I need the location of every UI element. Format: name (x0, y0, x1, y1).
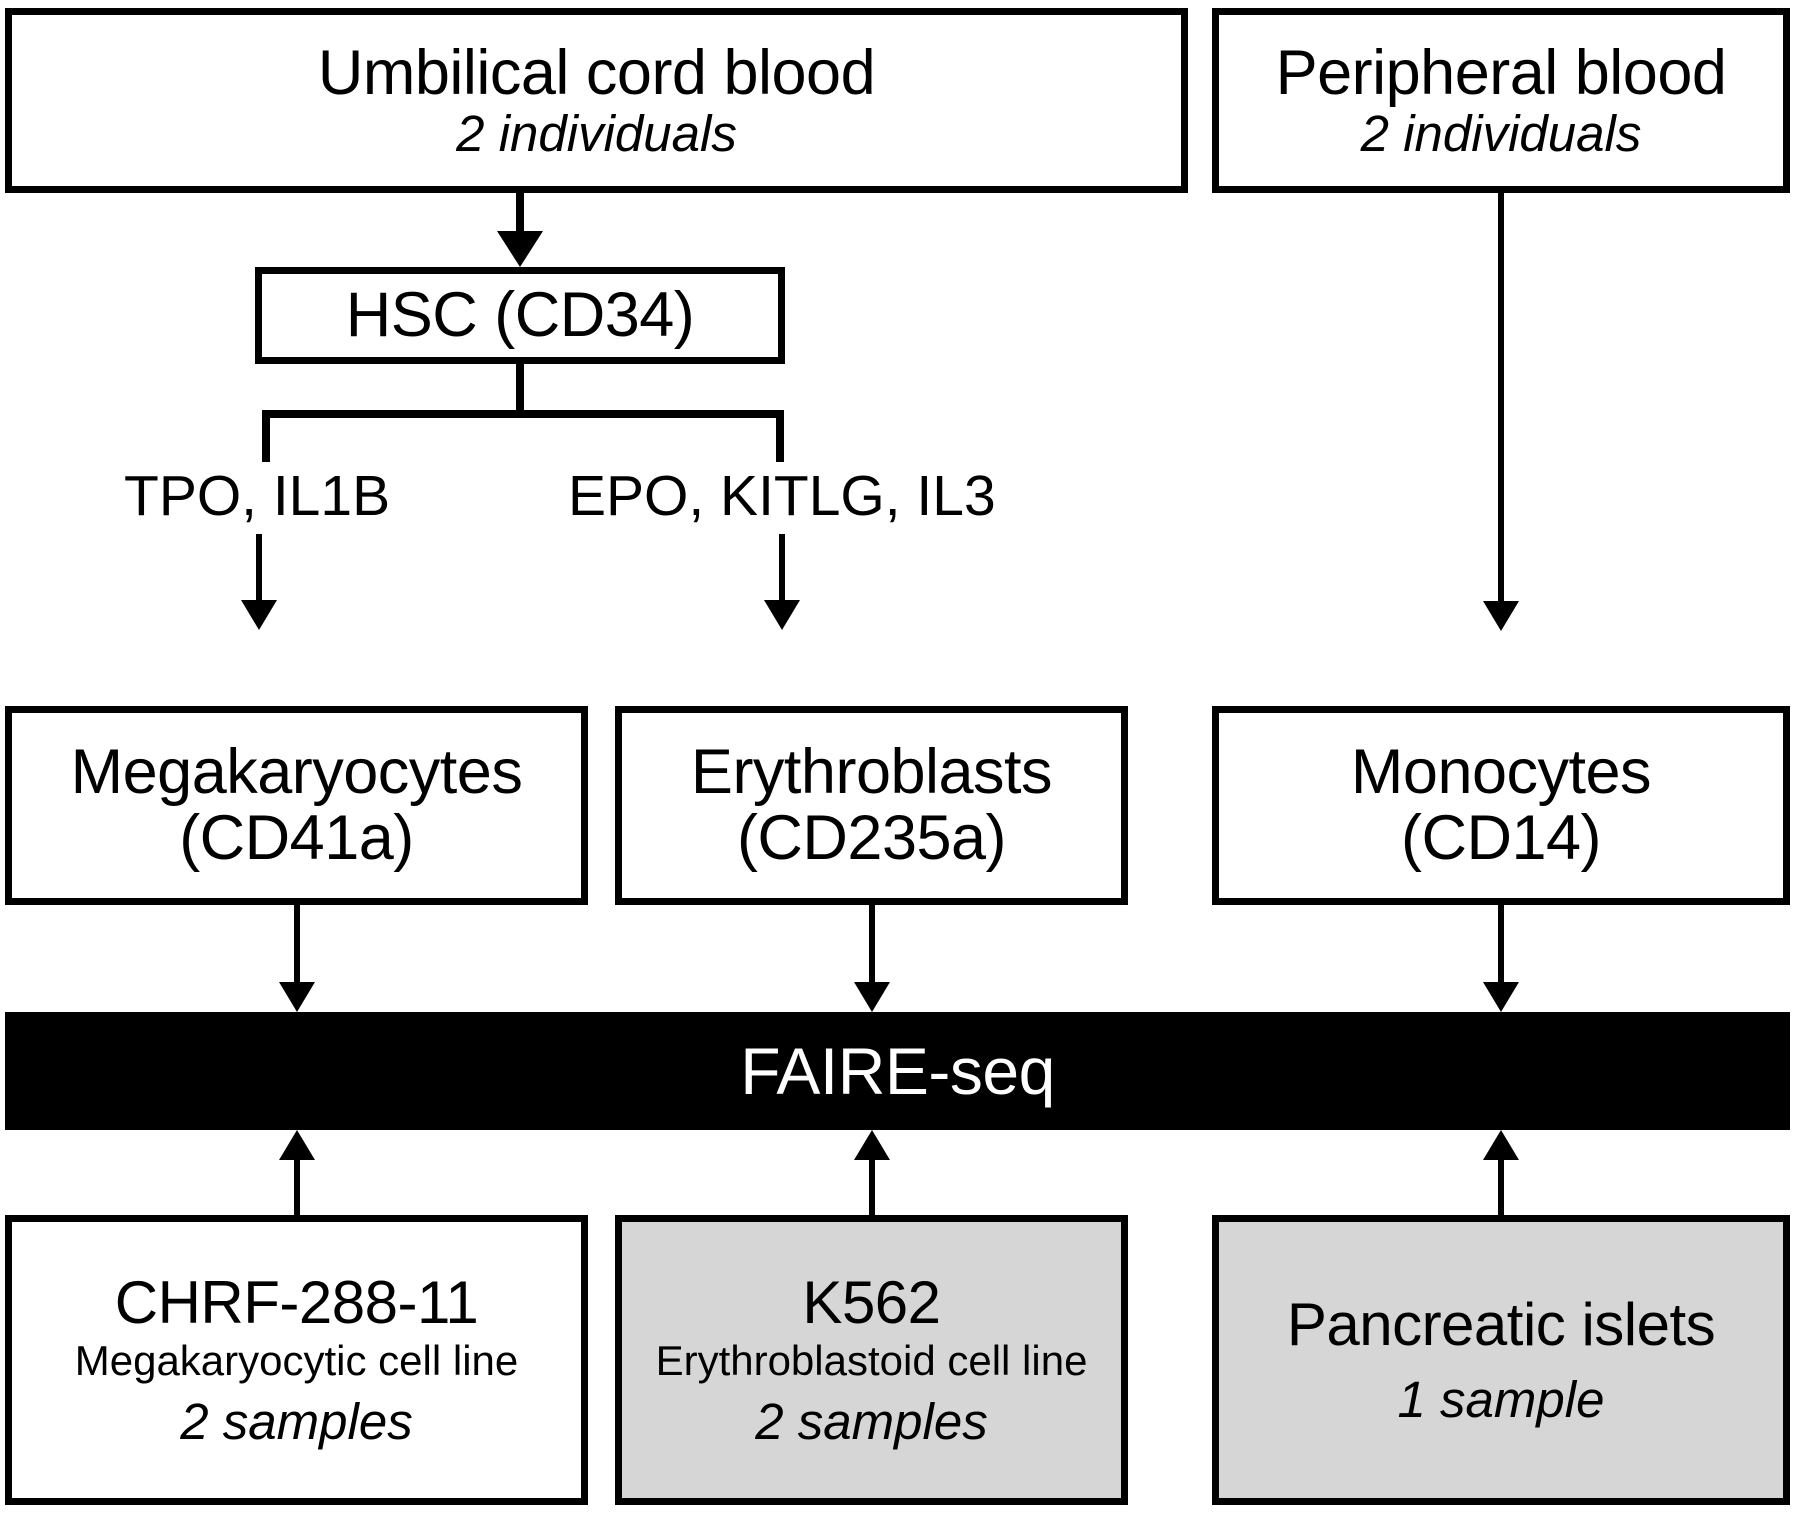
cell-type-marker-monocytes: (CD14) (1400, 802, 1602, 873)
cell-type-box-megakaryocytes: Megakaryocytes (CD41a) (5, 706, 588, 905)
connector-chrf-to-faire-line (294, 1160, 300, 1215)
connector-to-erythroblasts-line (779, 534, 785, 604)
connector-pb-to-monocytes-arrowhead (1483, 601, 1519, 631)
cell-line-description-chrf-288-11: Megakaryocytic cell line (74, 1336, 519, 1384)
connector-erythroblasts-to-faire-line (869, 905, 875, 987)
source-label-umbilical-cord-blood: Umbilical cord blood (317, 38, 876, 109)
connector-ucb-to-hsc-arrowhead (497, 231, 543, 267)
connector-monocytes-to-faire-line (1498, 905, 1504, 987)
assay-label-faire-seq: FAIRE-seq (740, 1034, 1055, 1108)
source-box-peripheral-blood: Peripheral blood 2 individuals (1212, 8, 1790, 193)
cell-line-samples-chrf-288-11: 2 samples (180, 1392, 413, 1450)
connector-megakaryocytes-to-faire-arrowhead (279, 982, 315, 1012)
cell-type-box-monocytes: Monocytes (CD14) (1212, 706, 1790, 905)
connector-k562-to-faire-line (869, 1160, 875, 1215)
cell-type-label-megakaryocytes: Megakaryocytes (70, 736, 523, 807)
connector-islets-to-faire-arrowhead (1483, 1130, 1519, 1160)
cell-line-box-pancreatic-islets: Pancreatic islets 1 sample (1212, 1215, 1790, 1505)
source-detail-umbilical-cord-blood: 2 individuals (456, 104, 737, 162)
source-detail-peripheral-blood: 2 individuals (1360, 104, 1642, 162)
cell-type-box-erythroblasts: Erythroblasts (CD235a) (615, 706, 1128, 905)
connector-hsc-branch-right (776, 410, 784, 462)
growth-factor-label-megakaryocyte: TPO, IL1B (124, 464, 391, 528)
growth-factor-label-erythroblast: EPO, KITLG, IL3 (568, 464, 996, 528)
cell-line-label-k562: K562 (802, 1269, 941, 1337)
source-label-peripheral-blood: Peripheral blood (1275, 38, 1727, 109)
connector-pb-to-monocytes-line (1498, 193, 1504, 605)
connector-k562-to-faire-arrowhead (854, 1130, 890, 1160)
progenitor-label-hsc: HSC (CD34) (345, 279, 695, 350)
cell-line-box-chrf-288-11: CHRF-288-11 Megakaryocytic cell line 2 s… (5, 1215, 588, 1505)
connector-to-megakaryocytes-line (256, 534, 262, 604)
cell-line-label-chrf-288-11: CHRF-288-11 (114, 1269, 479, 1337)
connector-chrf-to-faire-arrowhead (279, 1130, 315, 1160)
cell-line-description-k562: Erythroblastoid cell line (655, 1336, 1088, 1384)
assay-bar-faire-seq: FAIRE-seq (5, 1012, 1790, 1130)
connector-hsc-branch-left (262, 410, 270, 462)
cell-type-label-monocytes: Monocytes (1350, 736, 1652, 807)
connector-hsc-bracket (262, 410, 784, 418)
cell-type-marker-megakaryocytes: (CD41a) (179, 802, 414, 873)
source-box-umbilical-cord-blood: Umbilical cord blood 2 individuals (5, 8, 1188, 193)
cell-line-label-pancreatic-islets: Pancreatic islets (1286, 1291, 1716, 1359)
connector-monocytes-to-faire-arrowhead (1483, 982, 1519, 1012)
cell-line-box-k562: K562 Erythroblastoid cell line 2 samples (615, 1215, 1128, 1505)
connector-to-megakaryocytes-arrowhead (241, 600, 277, 630)
cell-line-samples-pancreatic-islets: 1 sample (1397, 1370, 1605, 1428)
cell-line-samples-k562: 2 samples (755, 1392, 988, 1450)
connector-islets-to-faire-line (1498, 1160, 1504, 1215)
connector-hsc-stem (516, 360, 524, 417)
connector-ucb-to-hsc-line (516, 193, 524, 235)
cell-type-marker-erythroblasts: (CD235a) (736, 802, 1007, 873)
cell-type-label-erythroblasts: Erythroblasts (690, 736, 1053, 807)
connector-megakaryocytes-to-faire-line (294, 905, 300, 987)
connector-to-erythroblasts-arrowhead (764, 600, 800, 630)
connector-erythroblasts-to-faire-arrowhead (854, 982, 890, 1012)
progenitor-box-hsc: HSC (CD34) (255, 267, 785, 364)
